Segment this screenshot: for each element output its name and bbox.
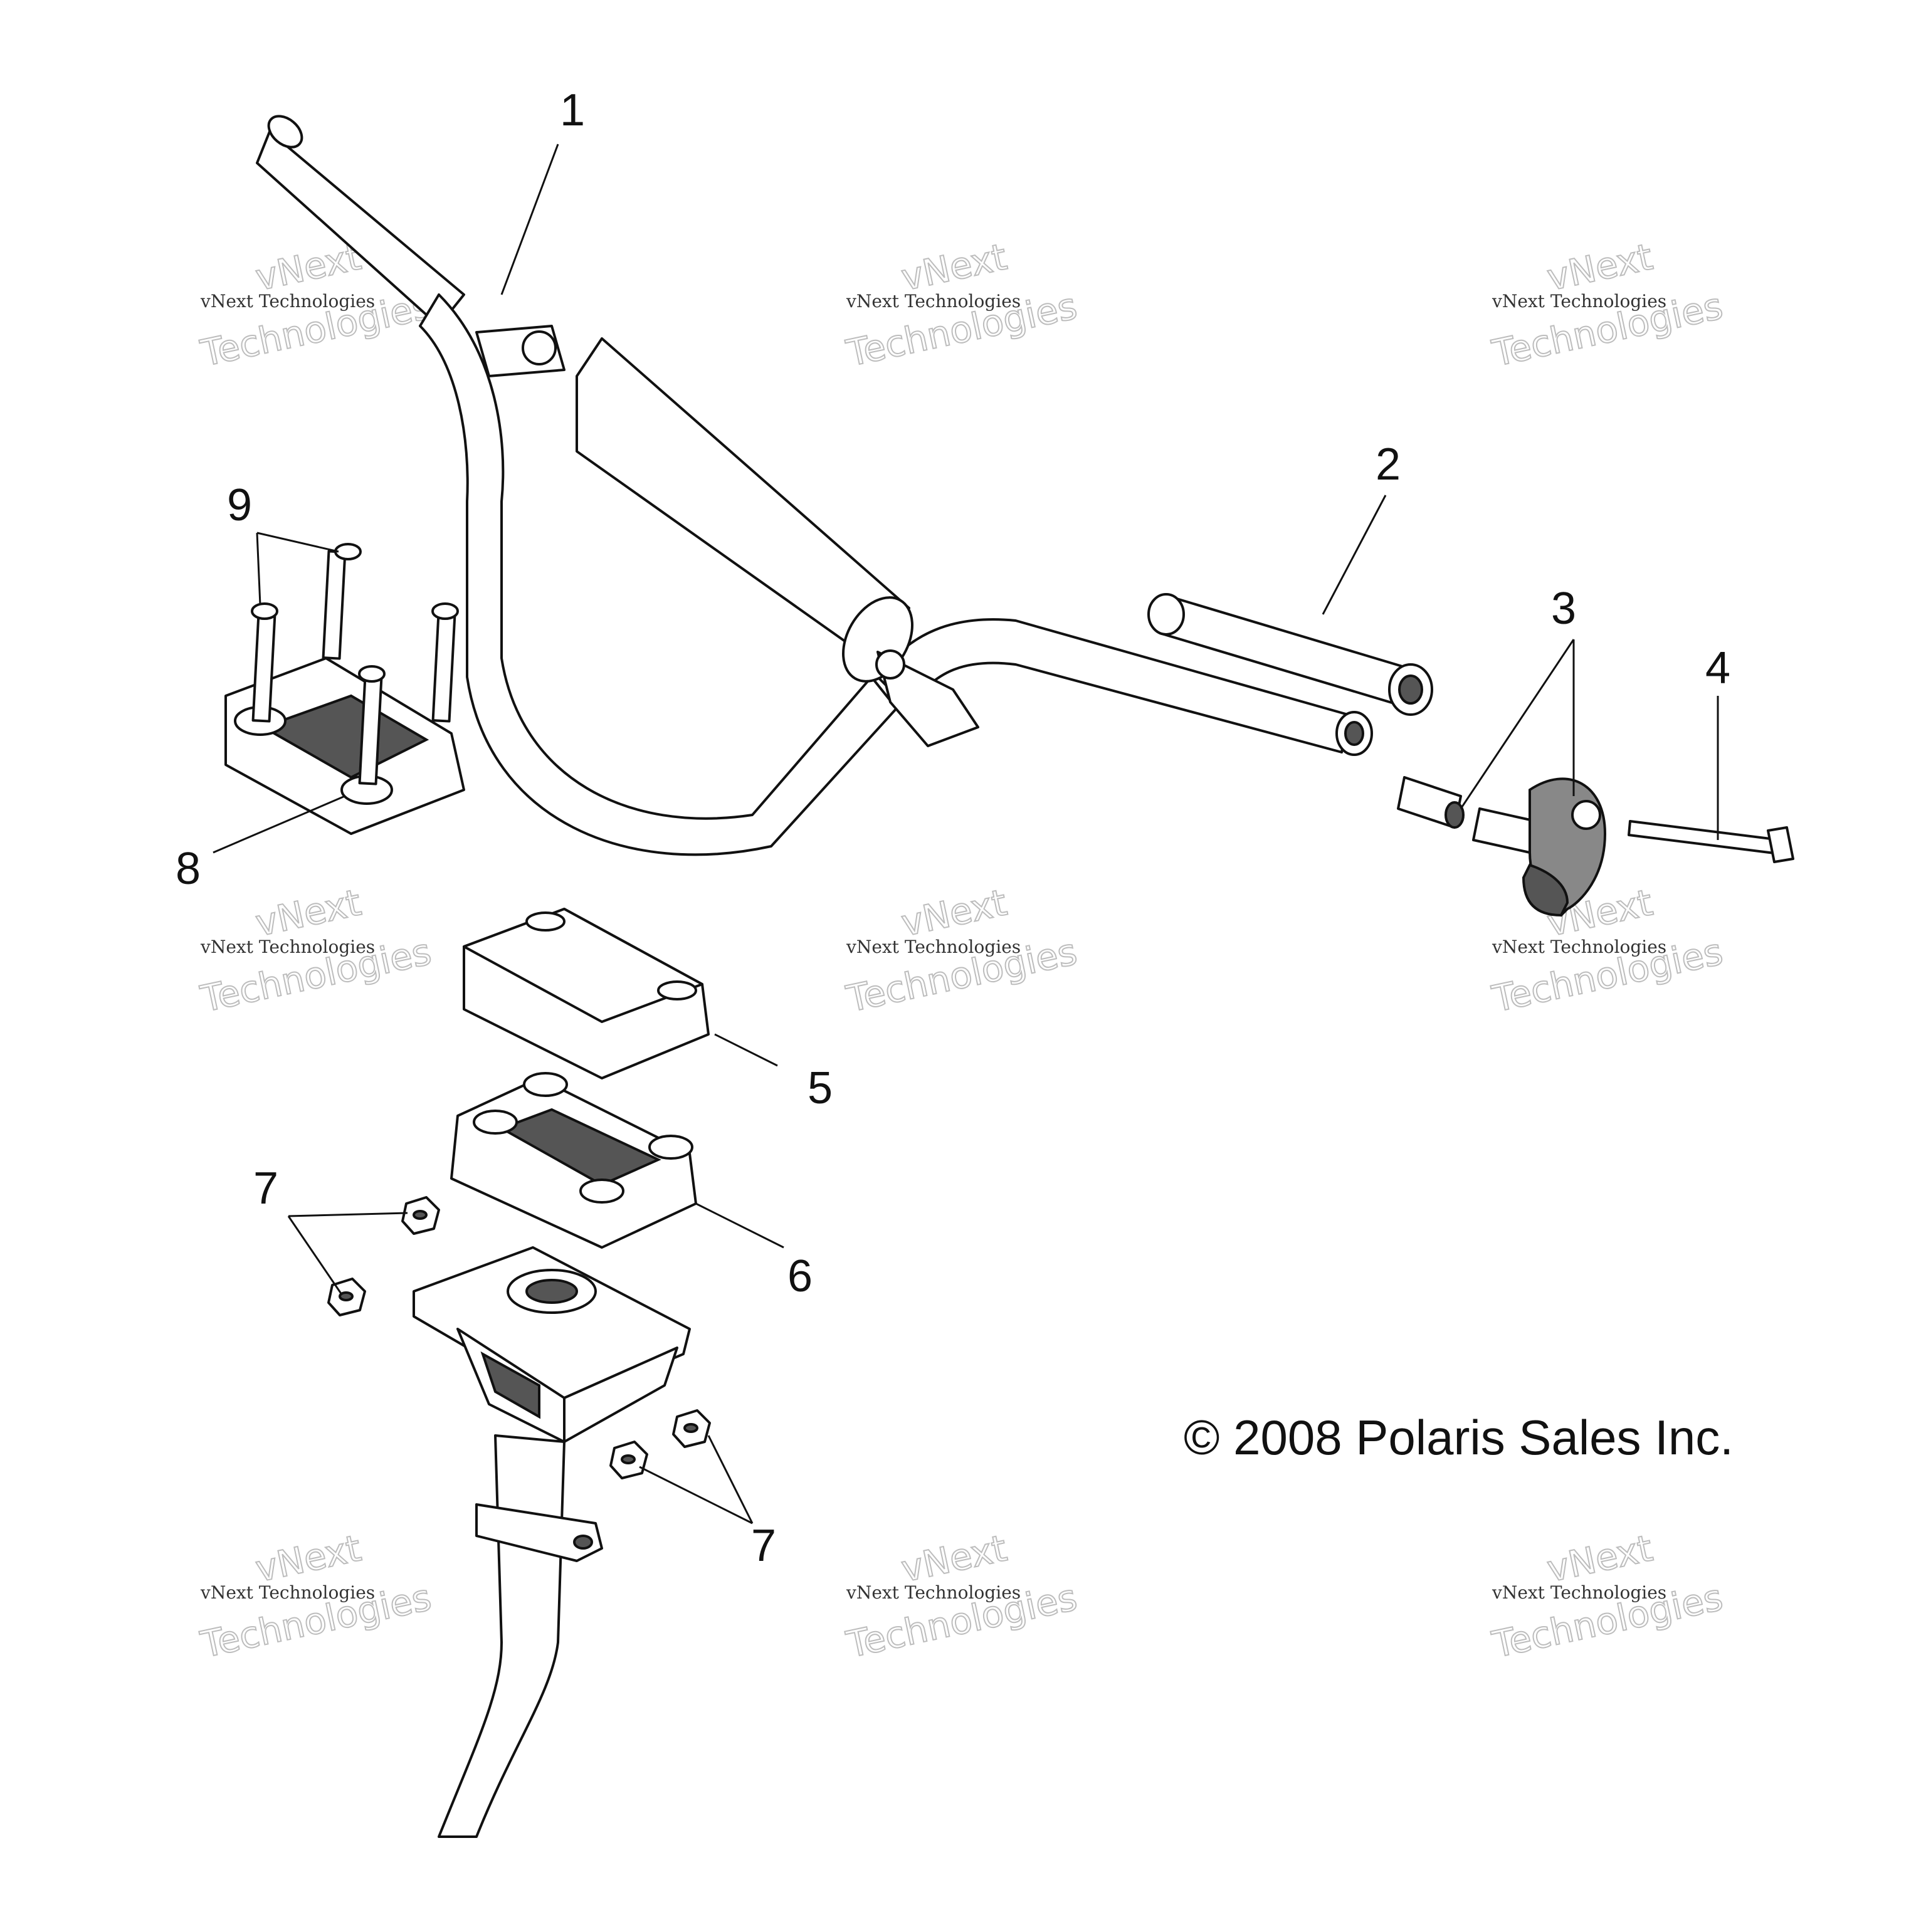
watermark-line: vNext Technologies (846, 937, 1021, 957)
watermark-line: vNext Technologies (846, 1582, 1021, 1603)
watermark-line: vNext Technologies (1492, 1582, 1666, 1603)
watermark-line: vNext Technologies (200, 291, 375, 312)
watermark-line: vNext Technologies (200, 937, 375, 957)
watermark-brand: vNext (252, 1526, 365, 1590)
callouts: 1 2 3 4 5 6 7 7 8 9 (176, 85, 1730, 1571)
watermark-brand: vNext (1544, 235, 1656, 299)
throttle-lever (1397, 776, 1607, 917)
handlebar-clamp-lower (450, 1072, 697, 1249)
copyright-notice: © 2008 Polaris Sales Inc. (1184, 1410, 1734, 1465)
callout-1: 1 (560, 85, 585, 135)
clamp-bolts (251, 543, 459, 785)
callout-2: 2 (1376, 439, 1401, 490)
watermark-line: vNext Technologies (1492, 937, 1666, 957)
watermark-brand: vNext (898, 881, 1011, 945)
grip (1147, 593, 1433, 716)
watermark-brand: vNext (1544, 1526, 1656, 1590)
leader-lines (213, 144, 1719, 1525)
callout-9: 9 (227, 480, 252, 530)
handlebar (256, 115, 1373, 856)
callout-4: 4 (1705, 643, 1730, 693)
steering-post-mount (413, 1246, 691, 1443)
callout-5: 5 (808, 1063, 833, 1113)
watermark-line: vNext Technologies (200, 1582, 375, 1603)
callout-6: 6 (787, 1251, 813, 1301)
nuts-lower (609, 1409, 711, 1479)
callout-7-upper: 7 (253, 1163, 278, 1214)
callout-7-lower: 7 (751, 1521, 776, 1571)
steering-post (438, 1434, 603, 1838)
watermark-line: vNext Technologies (846, 291, 1021, 312)
watermark-line: vNext Technologies (1492, 291, 1666, 312)
callout-3: 3 (1551, 584, 1576, 634)
watermark-brand: vNext (898, 1526, 1011, 1590)
handlebar-clamp-upper (463, 908, 710, 1079)
bolt-long (1628, 820, 1794, 863)
callout-8: 8 (176, 844, 201, 894)
watermark-brand: vNext (252, 881, 365, 945)
watermark-brand: vNext (898, 235, 1011, 299)
